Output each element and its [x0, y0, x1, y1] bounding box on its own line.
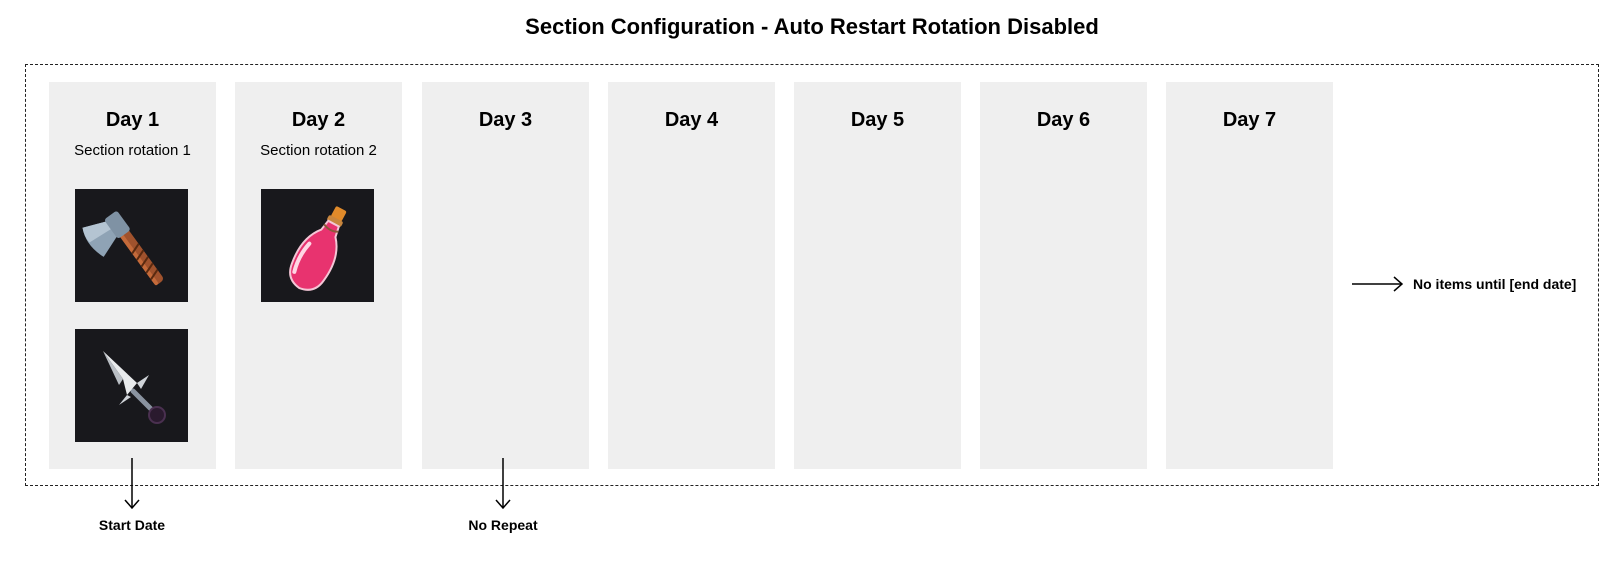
day-column-7: Day 7 — [1166, 82, 1333, 469]
potion-icon — [289, 206, 347, 291]
day-title: Day 5 — [850, 109, 905, 131]
page-title: Section Configuration - Auto Restart Rot… — [525, 14, 1099, 39]
section-rotation-label: Section rotation 2 — [260, 142, 377, 159]
no-items-label: No items until [end date] — [1413, 276, 1577, 292]
day-title: Day 3 — [478, 109, 533, 131]
day-title: Day 1 — [105, 109, 160, 131]
dagger-icon — [103, 351, 166, 424]
day-title: Day 7 — [1222, 109, 1277, 131]
section-rotation-label: Section rotation 1 — [74, 142, 191, 159]
day-column-5: Day 5 — [794, 82, 961, 469]
start-date-label: Start Date — [98, 517, 166, 533]
day-column-6: Day 6 — [980, 82, 1147, 469]
day-column-1: Day 1 Section rotation 1 — [49, 82, 216, 469]
day-title: Day 2 — [291, 109, 346, 131]
no-repeat-arrow — [495, 458, 511, 510]
day-title: Day 6 — [1036, 109, 1091, 131]
no-repeat-label: No Repeat — [468, 517, 538, 533]
axe-icon — [82, 211, 163, 286]
day-column-4: Day 4 — [608, 82, 775, 469]
axe-item[interactable] — [75, 189, 188, 302]
day-column-3: Day 3 — [422, 82, 589, 469]
dagger-item[interactable] — [75, 329, 188, 442]
day-title: Day 4 — [664, 109, 719, 131]
no-items-arrow — [1352, 276, 1404, 292]
start-date-arrow — [124, 458, 140, 510]
day-column-2: Day 2 Section rotation 2 — [235, 82, 402, 469]
potion-item[interactable] — [261, 189, 374, 302]
rotation-frame — [25, 64, 1599, 486]
